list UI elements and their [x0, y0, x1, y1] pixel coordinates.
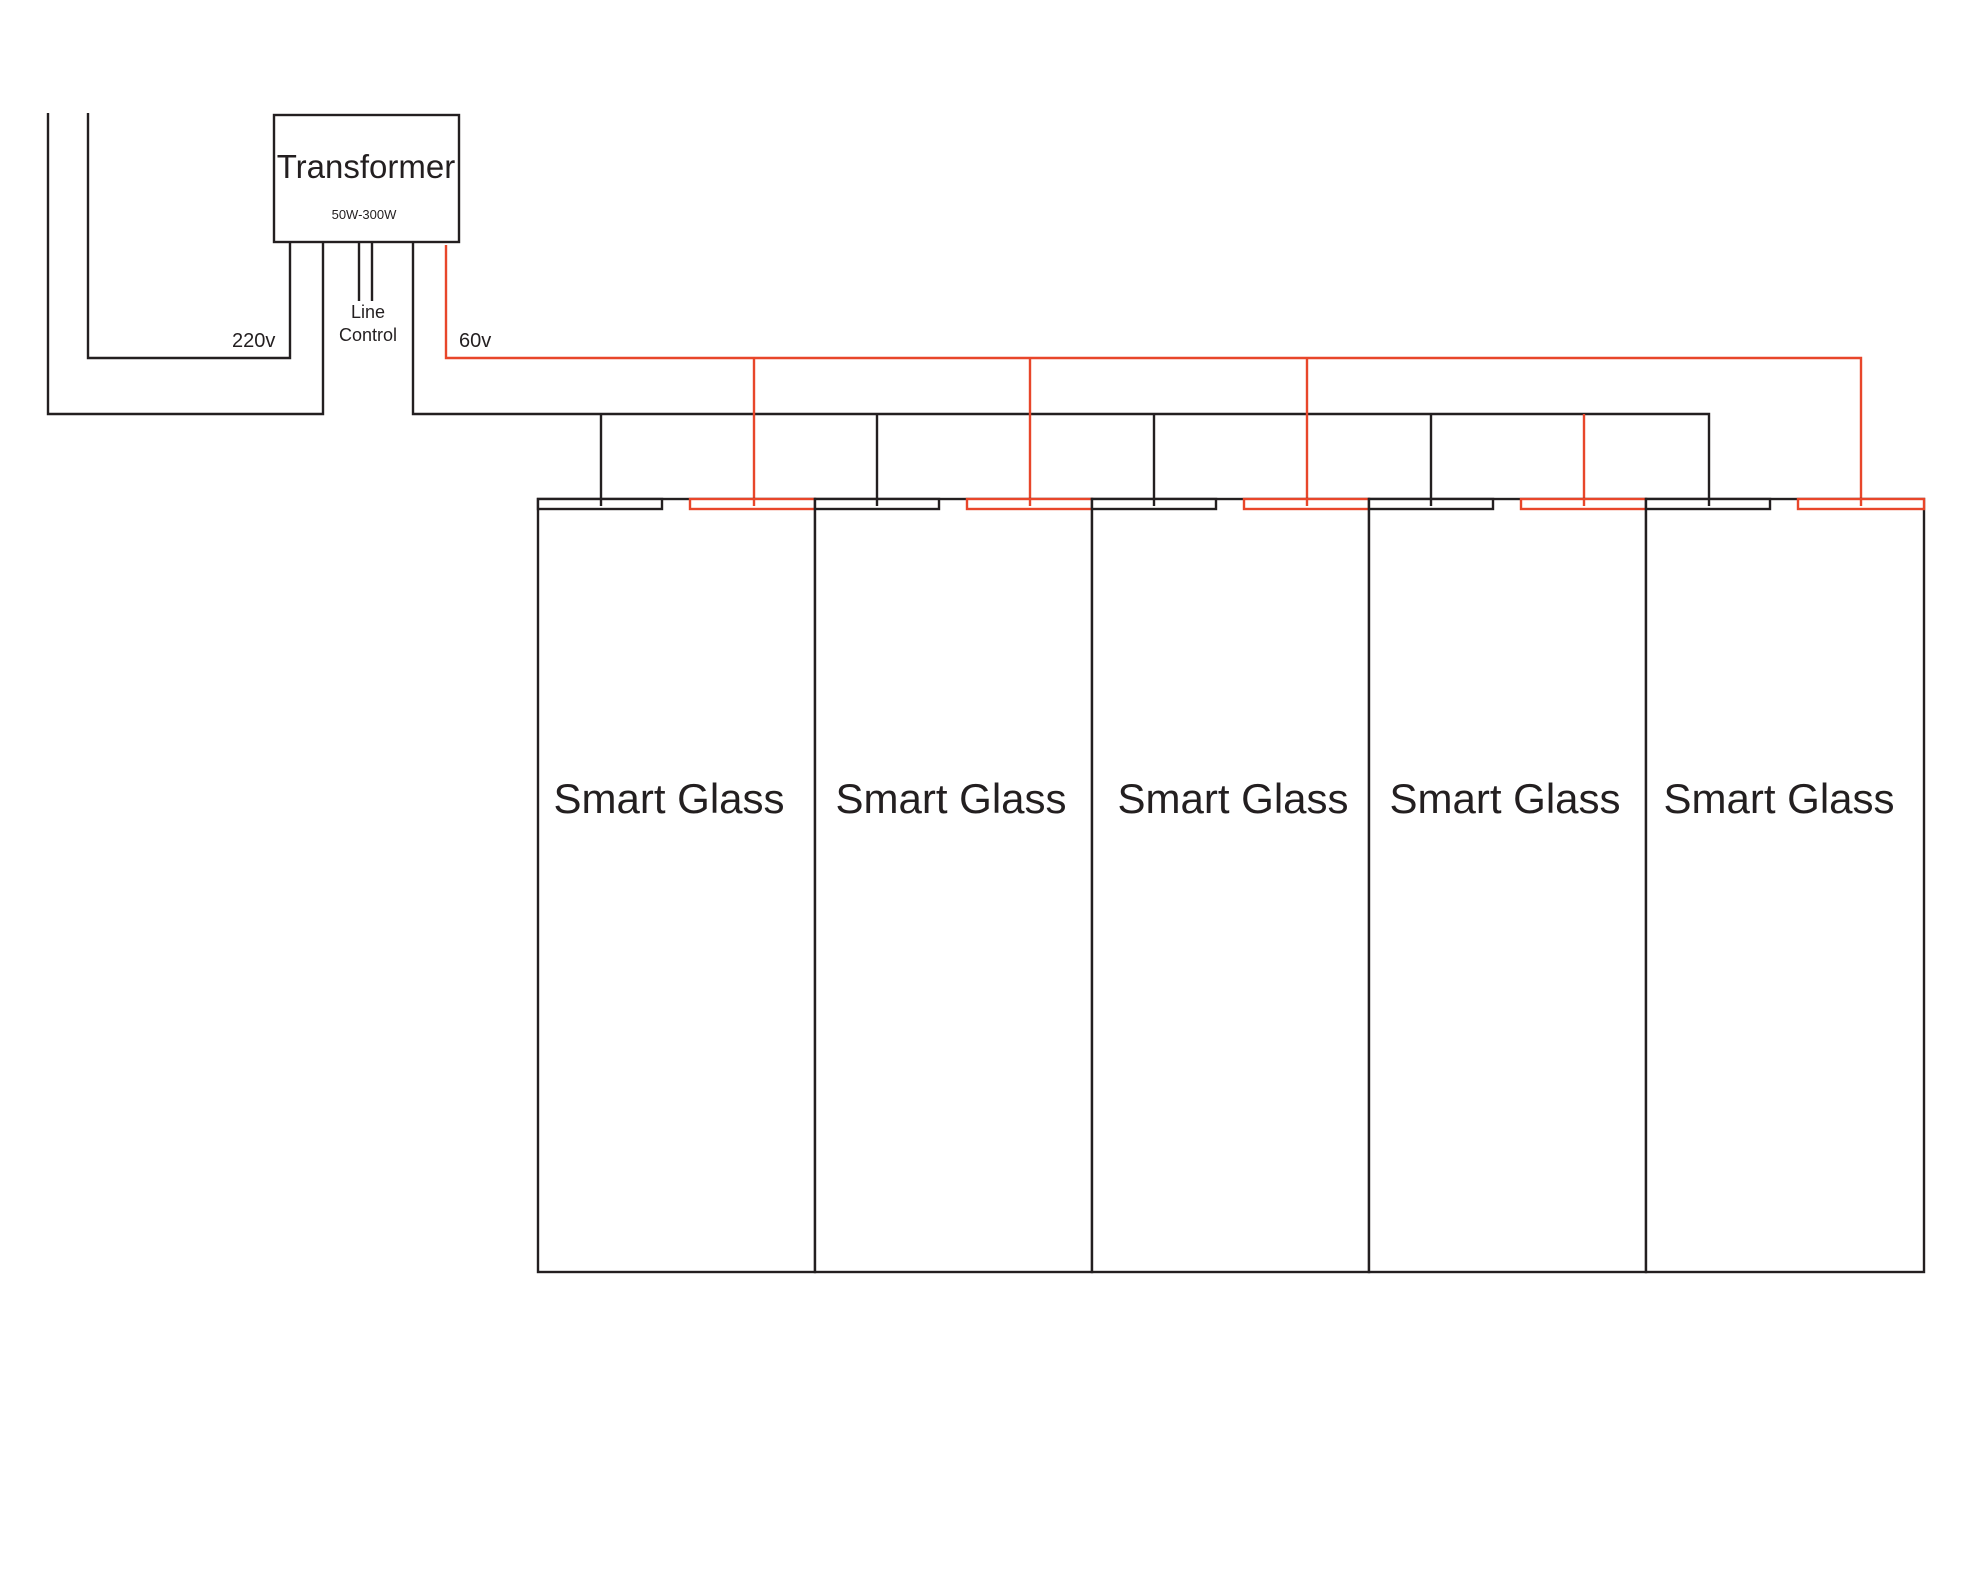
mains-input-wires: [46, 113, 325, 416]
output-voltage-label: 60v: [459, 330, 491, 352]
smart-glass-panel-1: Smart Glass: [536, 497, 817, 1274]
mains-wire-inner: [86, 113, 292, 360]
line-control-label-line: Line: [351, 302, 385, 322]
transformer: Transformer 50W-300W: [272, 113, 461, 244]
live-main-wire: [444, 245, 1863, 506]
smart-glass-panel-4: Smart Glass: [1367, 497, 1648, 1274]
panel-label: Smart Glass: [553, 775, 784, 822]
mains-wire-outer: [46, 113, 325, 416]
panel-frame: [1367, 497, 1648, 1274]
panel-label: Smart Glass: [1117, 775, 1348, 822]
panel-terminal-live: [688, 497, 817, 511]
panel-label: Smart Glass: [1663, 775, 1894, 822]
panel-frame: [1090, 497, 1371, 1274]
output-live-bus: [444, 245, 1863, 506]
panel-frame: [1644, 497, 1926, 1274]
smart-glass-panel-5: Smart Glass: [1644, 497, 1926, 1274]
panel-frame: [536, 497, 817, 1274]
output-neutral-bus: [411, 242, 1711, 506]
transformer-box: [272, 113, 461, 244]
smart-glass-panel-2: Smart Glass: [813, 497, 1094, 1274]
neutral-main-wire: [411, 242, 1711, 506]
transformer-rating: 50W-300W: [332, 207, 398, 222]
smart-glass-panels: Smart Glass Smart Glass Smart Glass Smar…: [536, 497, 1926, 1274]
line-control-label-control: Control: [339, 325, 397, 345]
transformer-title: Transformer: [277, 148, 455, 185]
line-control-wires: [357, 242, 374, 301]
input-voltage-label: 220v: [232, 330, 275, 352]
panel-label: Smart Glass: [1389, 775, 1620, 822]
panel-frame: [813, 497, 1094, 1274]
terminal-connections: [599, 499, 1863, 506]
smart-glass-panel-3: Smart Glass: [1090, 497, 1371, 1274]
panel-label: Smart Glass: [835, 775, 1066, 822]
